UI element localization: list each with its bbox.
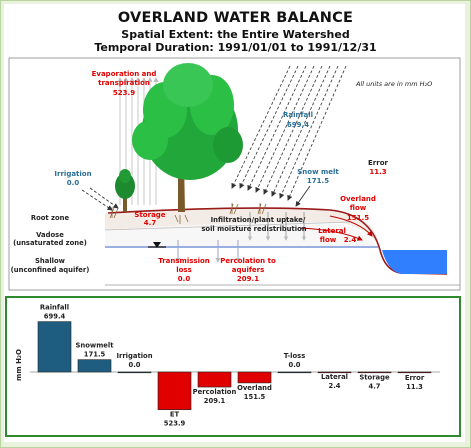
- et-label-1: Evaporation and: [92, 70, 157, 78]
- overland-label-1: Overland: [340, 195, 376, 203]
- balance-bar-chart-panel: [5, 296, 461, 437]
- page-subtitle: Spatial Extent: the Entire Watershed: [121, 28, 350, 41]
- snowmelt-value: 171.5: [307, 177, 329, 185]
- storage-label: Storage: [134, 211, 165, 219]
- lateral-value: 2.4: [344, 236, 357, 244]
- error-label: Error: [368, 159, 388, 167]
- large-tree: [132, 63, 243, 212]
- transmission-label-1: Transmission: [158, 257, 210, 265]
- et-label-2: transpiration: [98, 79, 150, 87]
- percolation-value: 209.1: [237, 275, 259, 283]
- shallow-label-1: Shallow: [35, 257, 66, 265]
- stream-water: [382, 250, 447, 274]
- temporal-duration: Temporal Duration: 1991/01/01 to 1991/12…: [94, 41, 377, 54]
- ground-surface: [107, 207, 448, 275]
- infiltration-label-2: soil moisture redistribution: [201, 225, 306, 233]
- snowmelt-arrow: [295, 185, 311, 207]
- shallow-label-2: (unconfined aquifer): [11, 266, 90, 274]
- rainfall-arrows: [231, 65, 347, 201]
- small-tree: [115, 169, 135, 212]
- et-value: 523.9: [113, 89, 135, 97]
- snowmelt-label: Snow melt: [297, 168, 339, 176]
- vadose-label-1: Vadose: [36, 231, 64, 239]
- water-balance-diagram: All units are in mm H₂O Evaporation and …: [8, 57, 461, 291]
- irrigation-label: Irrigation: [54, 170, 91, 178]
- rainfall-label: Rainfall: [283, 111, 313, 119]
- overland-flow-arrows: [299, 215, 373, 241]
- rainfall-value: 699.4: [287, 121, 309, 129]
- root-zone-label: Root zone: [31, 214, 70, 222]
- water-table-marker: [153, 242, 161, 248]
- transmission-value: 0.0: [178, 275, 191, 283]
- lateral-label-2: flow: [320, 236, 337, 244]
- lateral-label-1: Lateral: [318, 227, 346, 235]
- irrigation-arrows: [81, 187, 119, 211]
- storage-value: 4.7: [144, 219, 157, 227]
- infiltration-label-1: Infiltration/plant uptake/: [211, 216, 306, 224]
- zone-divider-1: [104, 221, 351, 231]
- units-note: All units are in mm H₂O: [355, 80, 432, 88]
- percolation-arrows: [175, 240, 241, 263]
- overland-label-2: flow: [350, 204, 367, 212]
- irrigation-value: 0.0: [67, 179, 80, 187]
- root-zone-layer: [105, 208, 378, 244]
- page-title: OVERLAND WATER BALANCE: [117, 10, 354, 26]
- vadose-label-2: (unsaturated zone): [13, 239, 87, 247]
- percolation-label-1: Percolation to: [220, 257, 276, 265]
- infiltration-arrows: [247, 212, 307, 241]
- error-value: 11.3: [369, 168, 386, 176]
- percolation-label-2: aquifers: [232, 266, 265, 274]
- transmission-label-2: loss: [176, 266, 192, 274]
- overland-value: 151.5: [347, 214, 369, 222]
